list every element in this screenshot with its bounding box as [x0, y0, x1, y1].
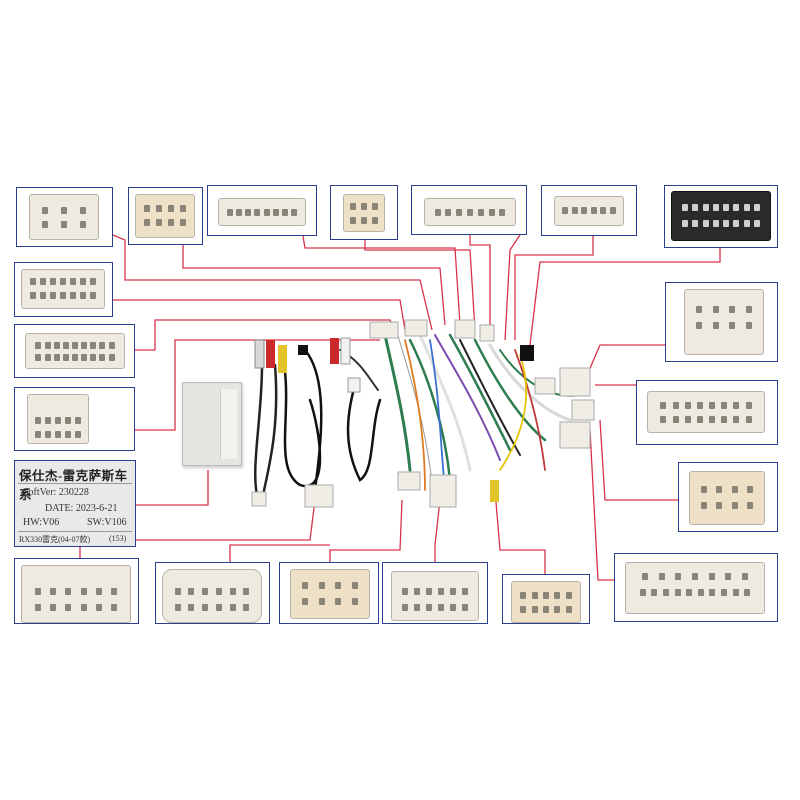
harness-plugs: [251, 319, 595, 508]
label-title: 保仕杰-雷克萨斯车系: [19, 469, 128, 502]
leader-line: [584, 344, 665, 381]
harness-plug-black: [520, 345, 534, 361]
connector-box-5: [411, 185, 527, 235]
connector-box-10: [14, 387, 135, 451]
connector-box-11: [665, 282, 778, 362]
connector-box-19: [502, 574, 590, 624]
connector-box-4: [330, 185, 398, 240]
connector-plug: [343, 194, 385, 232]
leader-line: [182, 245, 446, 326]
connector-box-16: [155, 562, 270, 624]
leader-line: [113, 299, 406, 331]
connector-box-13: [678, 462, 778, 532]
connector-box-9: [14, 324, 135, 378]
connector-plug: [29, 194, 99, 240]
leader-line: [79, 499, 316, 560]
connector-plug: [684, 289, 764, 355]
connector-box-2: [128, 187, 203, 245]
connector-box-12: [636, 380, 778, 445]
label-code: (153): [109, 534, 127, 543]
connector-plug: [647, 391, 765, 433]
connector-plug: [424, 198, 516, 226]
leader-line: [599, 419, 678, 501]
connector-plug: [162, 569, 262, 623]
leader-line: [364, 240, 476, 331]
connector-plug: [135, 194, 195, 238]
connector-plug: [25, 333, 125, 369]
label-sw: SW:V106: [87, 517, 127, 528]
leader-line: [514, 236, 594, 340]
leader-line: [135, 319, 396, 351]
connector-plug: [27, 394, 89, 444]
leader-line: [112, 234, 433, 331]
leader-line: [135, 339, 380, 431]
leader-line: [302, 235, 461, 326]
label-divider: [18, 531, 132, 532]
label-model: RX330雷克(04-07款): [19, 535, 91, 544]
module-label-strip: [220, 389, 237, 459]
connector-plug: [391, 571, 479, 621]
leader-line: [434, 499, 441, 570]
product-label: 保仕杰-雷克萨斯车系 SoftVer: 230228 DATE: 2023-6-…: [14, 460, 136, 547]
connector-box-7: [664, 185, 778, 248]
connector-box-14: [614, 553, 778, 622]
connector-box-18: [382, 562, 488, 624]
connector-box-1: [16, 187, 113, 247]
leader-line: [529, 248, 721, 346]
leader-line: [329, 499, 403, 562]
label-softver: SoftVer: 230228: [23, 487, 89, 498]
rca-plugs: [254, 337, 499, 502]
connector-plug: [625, 562, 765, 614]
connector-box-15: [14, 558, 139, 624]
connector-box-3: [207, 185, 317, 236]
connector-box-17: [279, 562, 379, 624]
label-divider: [18, 483, 132, 484]
leader-line: [136, 470, 209, 506]
leader-line: [229, 544, 330, 562]
leader-line: [494, 489, 546, 575]
wire-bundle: [254, 333, 581, 502]
connector-plug-black: [671, 191, 771, 241]
connector-plug: [21, 565, 131, 623]
leader-line: [504, 234, 521, 341]
connector-box-8: [14, 262, 113, 317]
connector-box-6: [541, 185, 637, 236]
connector-plug: [511, 581, 581, 623]
leader-line: [589, 429, 614, 581]
connector-plug: [21, 269, 105, 309]
connector-plug: [290, 569, 370, 619]
label-date: DATE: 2023-6-21: [45, 503, 118, 514]
connector-plug: [218, 198, 306, 226]
label-hw: HW:V06: [23, 517, 60, 528]
connector-plug: [554, 196, 624, 226]
can-module: [182, 382, 242, 466]
leader-line: [469, 235, 491, 335]
connector-plug: [689, 471, 765, 525]
